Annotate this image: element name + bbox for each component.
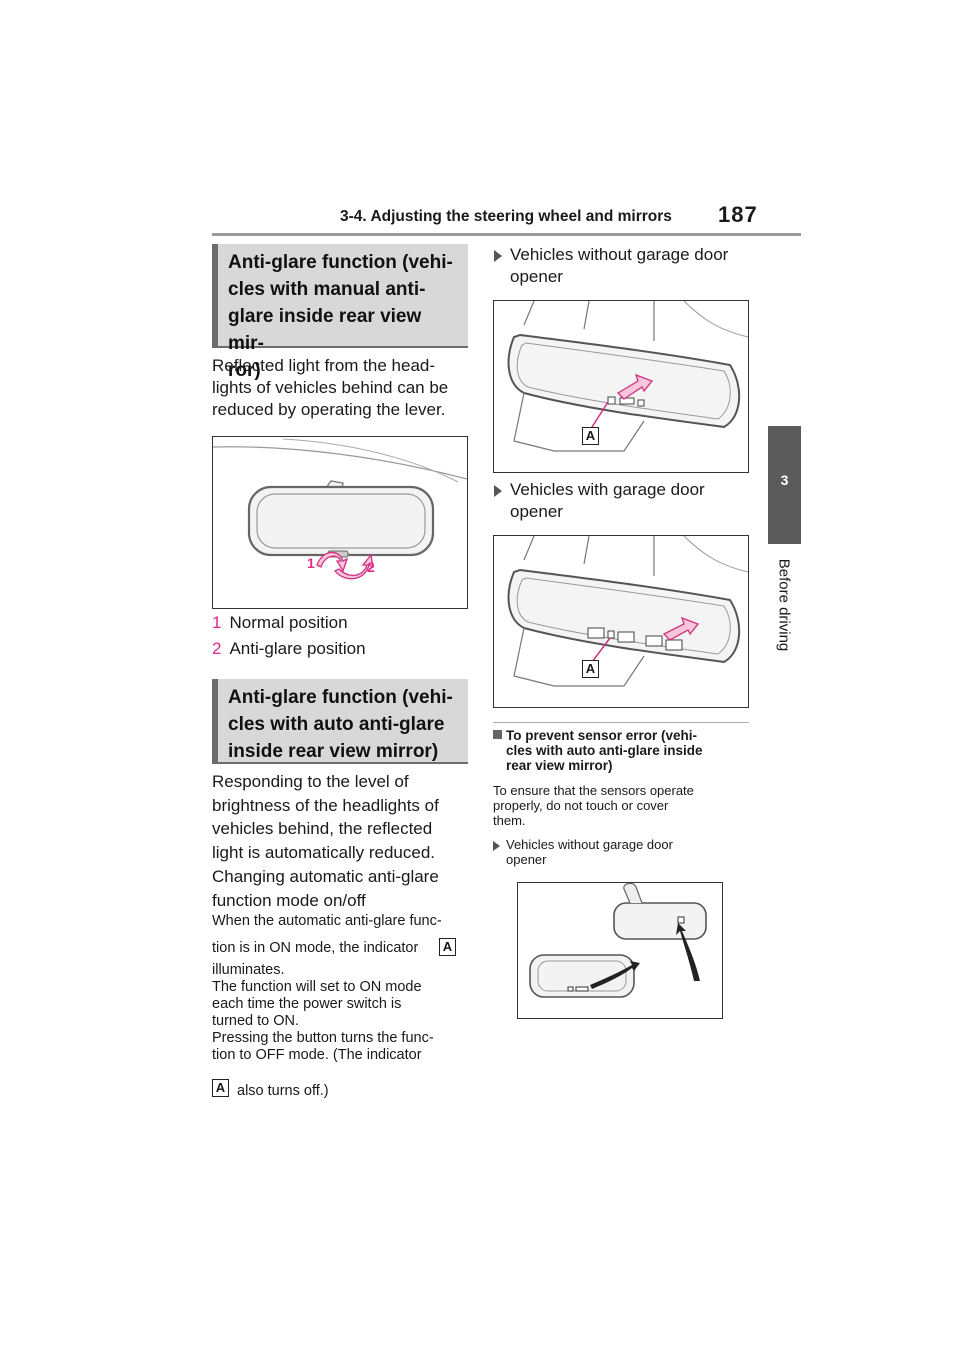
figure-callout-a: A: [582, 427, 599, 445]
heading-line: glare inside rear view mir-: [228, 306, 422, 354]
chapter-label: Before driving: [775, 558, 793, 652]
text-line: turned to ON.: [212, 1013, 300, 1029]
section-title: 3-4. Adjusting the steering wheel and mi…: [340, 208, 672, 225]
text-line: opener: [506, 852, 547, 867]
text-line: Vehicles without garage door: [506, 837, 673, 852]
text-line: properly, do not touch or cover: [493, 798, 669, 813]
text-line: opener: [510, 502, 563, 521]
heading-line: ror): [228, 360, 261, 381]
text-line: light is automatically reduced.: [212, 842, 436, 862]
bullet-arrow-icon: [494, 249, 502, 262]
text-line: The function will set to ON mode: [212, 979, 422, 995]
text-line: vehicles behind, the reflected: [212, 819, 433, 838]
text-line: each time the power switch is: [212, 996, 402, 1012]
heading-line: cles with manual anti-: [228, 279, 426, 300]
text-line: them.: [493, 813, 526, 828]
position-item-1: 1 Normal position: [212, 613, 348, 633]
auto-anti-glare-paragraph: Responding to the level of brightness of…: [212, 770, 474, 864]
position-item-2: 2 Anti-glare position: [212, 639, 366, 659]
mirror-illustration: [507, 300, 749, 452]
indicator-a-callout: A: [439, 938, 456, 956]
option-with-garage-opener: Vehicles with garage door opener: [494, 479, 754, 523]
page-number: 187: [718, 202, 758, 227]
manual-mirror-illustration: [212, 438, 468, 580]
figure-callout-a: A: [582, 660, 599, 678]
text-line: Changing automatic anti-glare: [212, 867, 439, 886]
chapter-number: 3: [780, 472, 789, 488]
mirror-without-garage-opener-figure: A: [493, 300, 749, 473]
text-line: brightness of the headlights of: [212, 795, 439, 815]
sensor-illustration: [529, 882, 707, 998]
text-line: tion to OFF mode. (The indicator: [212, 1047, 422, 1063]
position-number: 2: [212, 639, 222, 658]
bullet-arrow-icon: [494, 484, 502, 497]
text-line: cles with auto anti-glare inside: [506, 743, 703, 758]
header-rule: [212, 233, 801, 236]
indicator-paragraph-cont: illuminates. The function will set to ON…: [212, 962, 474, 1064]
position-number: 1: [212, 613, 222, 632]
note-divider: [493, 722, 749, 723]
text-line: reduced by operating the lever.: [212, 400, 446, 419]
sensor-note-bullet: Vehicles without garage door opener: [493, 837, 755, 867]
text-line: Vehicles with garage door: [510, 480, 705, 499]
heading-line: Anti-glare function (vehi-: [228, 687, 453, 708]
text-line: opener: [510, 267, 563, 286]
position-label: Anti-glare position: [229, 639, 366, 658]
lever-label-1: 1: [307, 555, 315, 571]
bullet-arrow-icon: [493, 840, 500, 851]
manual-mirror-figure: 1 2: [212, 436, 468, 609]
indicator-a-callout: A: [212, 1079, 229, 1097]
text-line: Pressing the button turns the func-: [212, 1030, 434, 1046]
heading-line: cles with auto anti-glare: [228, 714, 445, 735]
section-heading-auto-anti-glare: Anti-glare function (vehi- cles with aut…: [212, 679, 468, 764]
mode-toggle-heading: Changing automatic anti-glare function m…: [212, 865, 474, 912]
text-line: Responding to the level of: [212, 772, 409, 791]
text-line: To prevent sensor error (vehi-: [506, 728, 698, 743]
text-line: function mode on/off: [212, 890, 366, 910]
text-line: When the automatic anti-glare func-: [212, 913, 442, 929]
text-line: Vehicles without garage door: [510, 245, 729, 264]
heading-line: inside rear view mirror): [228, 741, 439, 762]
square-bullet-icon: [493, 730, 502, 739]
chapter-tab[interactable]: [768, 426, 801, 544]
text-line: rear view mirror): [506, 758, 613, 773]
text-line: illuminates.: [212, 962, 285, 978]
text-line: Reflected light from the head-: [212, 356, 436, 375]
text-line: tion is in ON mode, the indicator: [212, 940, 419, 956]
section-heading-manual-anti-glare: Anti-glare function (vehi- cles with man…: [212, 244, 468, 381]
sensor-note-body: To ensure that the sensors operate prope…: [493, 783, 755, 828]
mirror-with-garage-opener-figure: A: [493, 535, 749, 708]
lever-label-2: 2: [367, 559, 375, 575]
mirror-illustration: [507, 535, 749, 687]
heading-line: Anti-glare function (vehi-: [228, 252, 453, 273]
indicator-paragraph: When the automatic anti-glare func- tion…: [212, 911, 474, 959]
position-label: Normal position: [229, 613, 348, 632]
text-line: lights of vehicles behind can be: [212, 378, 449, 397]
sensor-note-title: To prevent sensor error (vehi- cles with…: [493, 728, 755, 773]
text-line: To ensure that the sensors operate: [493, 783, 694, 798]
indicator-off-text: also turns off.): [237, 1083, 329, 1099]
option-without-garage-opener: Vehicles without garage door opener: [494, 244, 754, 288]
sensor-location-figure: [517, 882, 723, 1019]
manual-anti-glare-paragraph: Reflected light from the head- lights of…: [212, 355, 472, 421]
